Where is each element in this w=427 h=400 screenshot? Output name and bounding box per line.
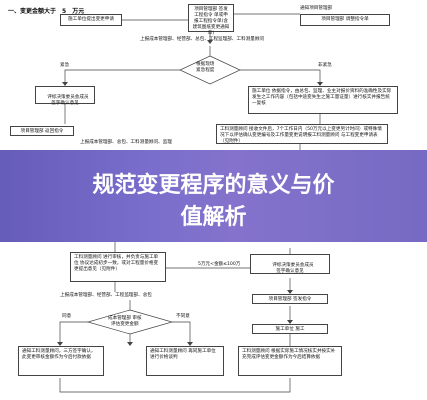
agree-label: 同意 xyxy=(62,314,72,319)
qs-box: 工料测量顾问 接收文件后，7个工作日内（50万元以上变更另计时间）或特殊情况下以… xyxy=(216,124,388,144)
top-center-box: 项目管理部 签发工程指令 单或申报工程指令单(含建筑图纸变更通知单) xyxy=(188,4,234,36)
banner-title-line2: 值解析 xyxy=(180,205,247,230)
stage2-label: 上报成本管理部、经营部、工程监理部、总包 xyxy=(60,293,152,298)
review-committee-bottom: 评标决策委员会成员 签字确认意见 xyxy=(250,254,330,274)
construction-unit-box: 施工单位 依据指令，由总包、监理、业主对报价资料的准确性及实际发生之工作内容（包… xyxy=(248,86,398,114)
pm-issue-box: 项目管理部 签发指令 xyxy=(252,294,328,304)
urgent-label: 紧急 xyxy=(60,63,70,68)
stage1-label: 上报成本管理部、经营部、总包、工程监理部、工料测量顾问 xyxy=(140,37,265,42)
notify-qs-mid-box: 通知工料测量顾问 再同施工单位 进行价格谈判 xyxy=(146,346,224,376)
final-qs-box: 工料测量顾问 根据实际施工情况核实并按实补充完成评估变更金额作为今后结算依据 xyxy=(238,346,342,376)
left-approval-text: 上报成本管理部、总包、工料测量顾问、监理 xyxy=(80,140,172,145)
top-right-box: 项目管理部 调整指令单 xyxy=(300,14,390,26)
disagree-label: 不同意 xyxy=(176,314,190,319)
top-left-box: 施工单位提出变更申请 xyxy=(60,14,122,26)
nonurgent-label: 非紧急 xyxy=(318,63,332,68)
qs-review-box: 工料测量顾问 进行审核，并负责与施工单位 协议达成初步一致，或对工程量价格变更提… xyxy=(70,252,166,282)
cost-diamond-label: 成本管理部 审核 评估变更金额 xyxy=(108,316,142,327)
title-banner xyxy=(0,150,427,242)
banner-title-line1: 规范变更程序的意义与价 xyxy=(92,173,335,198)
top-right-note: 通知项目管理部 xyxy=(300,6,333,11)
construction-box: 施工单位 施工 xyxy=(252,324,328,334)
notify-qs-left-box: 通知工料测量顾问，三方签字确认，此变更审核金额作为今后付款依据 xyxy=(18,346,104,376)
pm-feedback-box: 项目管理部 返回指令 xyxy=(10,126,74,136)
urgency-diamond-label: 根据现场 紧急程度 xyxy=(196,62,215,73)
money-threshold-label: 5万元<金额≤100万 xyxy=(198,262,241,267)
review-committee-top: 评标决策委员会成员 签字确认意见 xyxy=(35,86,95,106)
